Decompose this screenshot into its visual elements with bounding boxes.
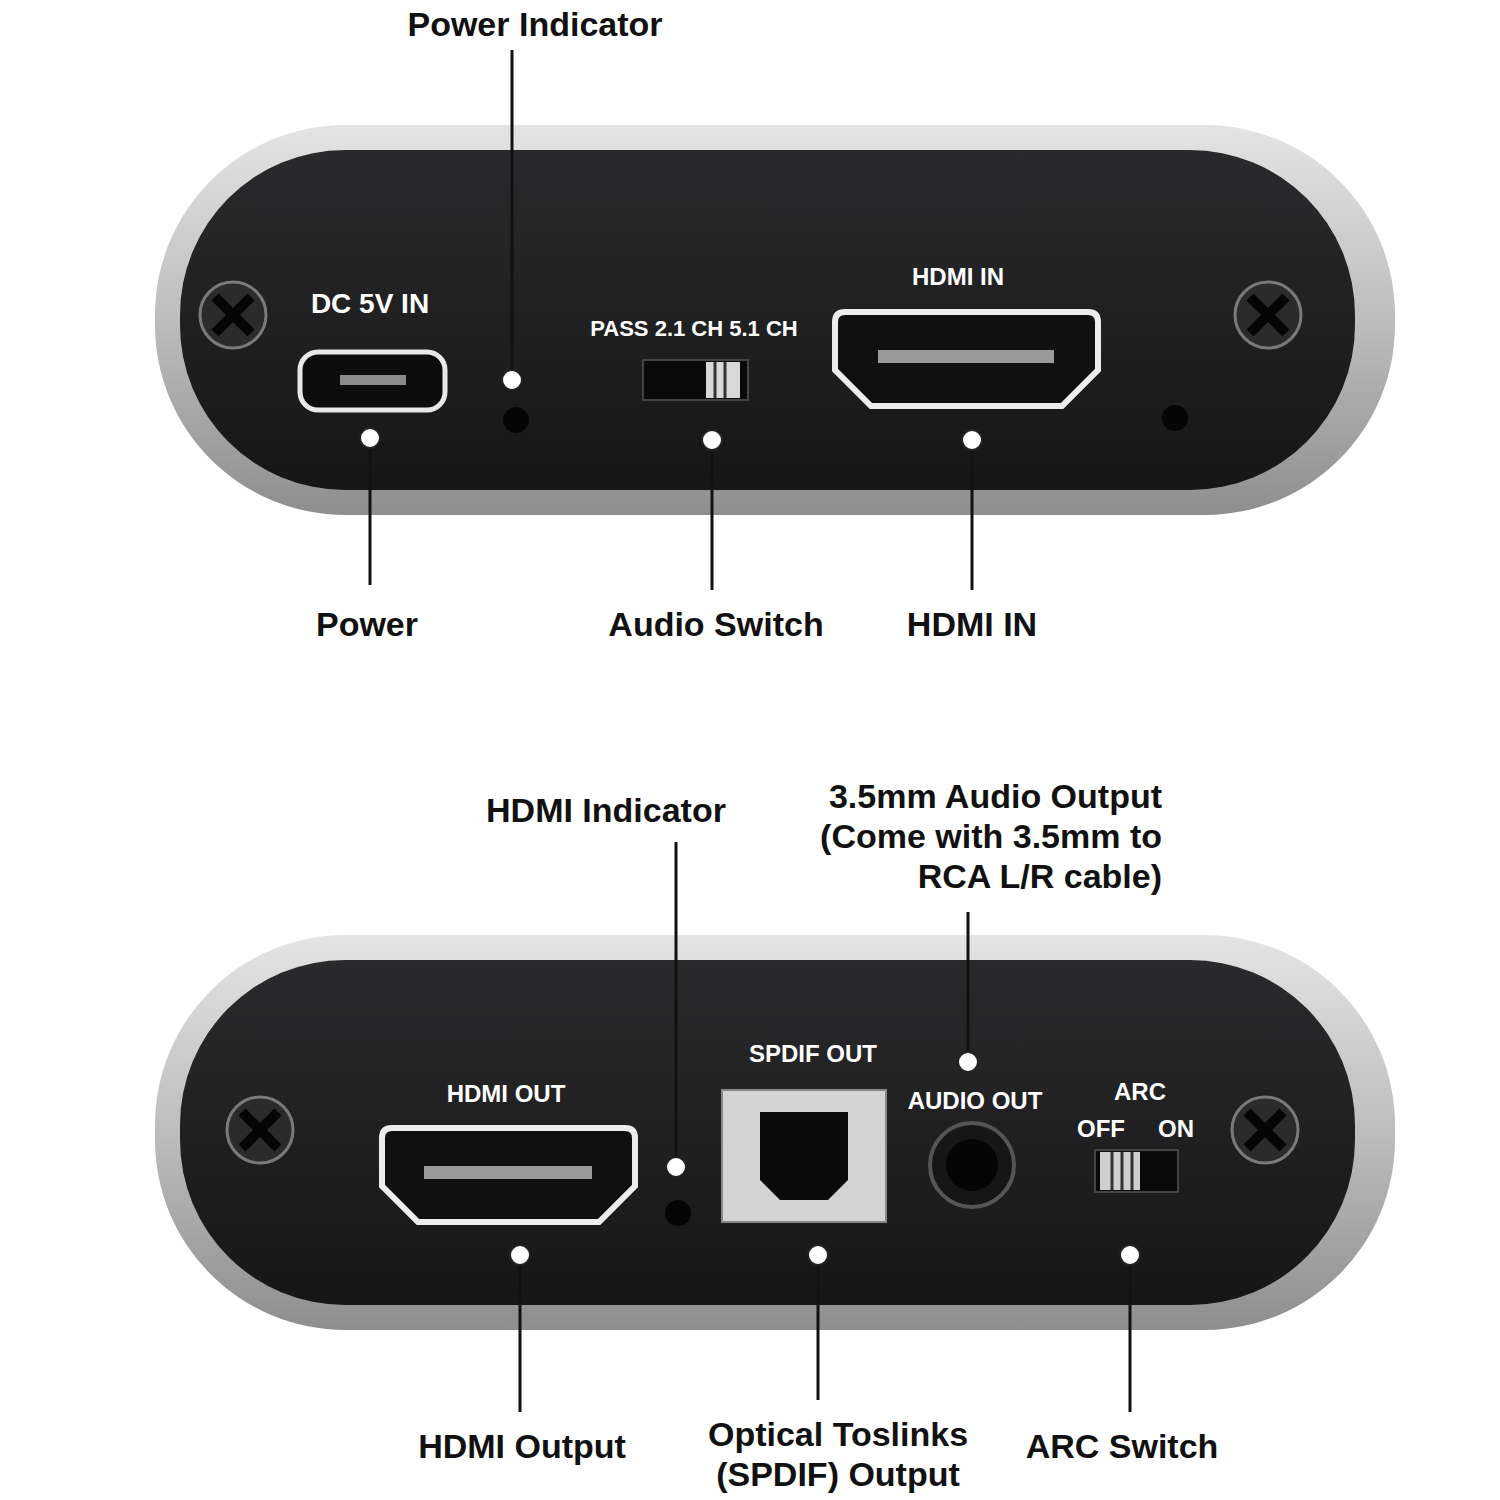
switch-marking: ON <box>1141 1115 1211 1143</box>
audio-jack <box>930 1123 1014 1207</box>
callout-dot <box>666 1157 686 1177</box>
callout-label: HDMI Indicator <box>406 790 806 830</box>
screw-cross <box>1247 1112 1283 1148</box>
screw <box>1232 1097 1298 1163</box>
leader-line <box>511 50 514 370</box>
switch-slider <box>1100 1152 1140 1190</box>
audio-switch <box>643 360 748 400</box>
switch-slider <box>706 362 740 398</box>
switch-grip <box>1112 1152 1132 1190</box>
hdmi-port <box>382 1128 635 1222</box>
callout-dot <box>510 1245 530 1265</box>
leader-line <box>967 912 970 1052</box>
screw-cross <box>215 297 251 333</box>
port-marking: SPDIF OUT <box>683 1040 943 1068</box>
callout-dot <box>958 1052 978 1072</box>
callout-dot <box>962 430 982 450</box>
leader-line <box>711 450 714 590</box>
micro-usb-port <box>300 352 445 410</box>
hdmi-port <box>835 312 1098 406</box>
micro-usb-slot <box>340 375 406 385</box>
callout-label: HDMI Output <box>362 1426 682 1466</box>
leader-line <box>1129 1265 1132 1412</box>
housing-rim <box>155 125 1395 515</box>
switch-marking: PASS 2.1 CH 5.1 CH <box>544 316 844 342</box>
callout-label: ARC Switch <box>962 1426 1282 1466</box>
switch-marking: OFF <box>1061 1115 1141 1143</box>
screw-cross <box>242 1112 278 1148</box>
port-marking: HDMI IN <box>808 263 1108 291</box>
audio-jack-hole <box>946 1139 998 1191</box>
leader-line <box>817 1265 820 1400</box>
callout-dot <box>360 428 380 448</box>
leader-line <box>369 448 372 585</box>
led-hole <box>503 407 529 433</box>
switch-grip <box>715 362 725 398</box>
callout-label: Power Indicator <box>315 4 755 44</box>
hdmi-contacts <box>878 350 1054 363</box>
port-marking: AUDIO OUT <box>875 1087 1075 1115</box>
leader-line <box>675 842 678 1157</box>
hdmi-contacts <box>424 1166 592 1179</box>
port-marking: DC 5V IN <box>220 287 520 320</box>
front-face <box>180 150 1355 490</box>
callout-dot <box>502 370 522 390</box>
toslink-port <box>722 1090 886 1222</box>
callout-label: 3.5mm Audio Output (Come with 3.5mm to R… <box>767 776 1162 896</box>
callout-dot <box>1120 1245 1140 1265</box>
leader-line <box>519 1265 522 1412</box>
screw <box>227 1097 293 1163</box>
led-hole <box>665 1200 691 1226</box>
screw-cross <box>1250 297 1286 333</box>
vent-hole <box>1162 405 1188 431</box>
callout-label: Optical Toslinks (SPDIF) Output <box>678 1414 998 1494</box>
screw <box>1235 282 1301 348</box>
toslink-opening <box>760 1112 848 1200</box>
switch-marking: ARC <box>1090 1078 1190 1106</box>
port-marking: HDMI OUT <box>376 1080 636 1108</box>
callout-dot <box>808 1245 828 1265</box>
screw <box>200 282 266 348</box>
callout-label: Power <box>217 604 517 644</box>
back-face <box>180 960 1355 1305</box>
callout-dot <box>702 430 722 450</box>
leader-line <box>971 450 974 590</box>
callout-label: HDMI IN <box>822 604 1122 644</box>
housing-rim <box>155 935 1395 1330</box>
arc-switch <box>1095 1150 1178 1192</box>
callout-label: Audio Switch <box>536 604 896 644</box>
